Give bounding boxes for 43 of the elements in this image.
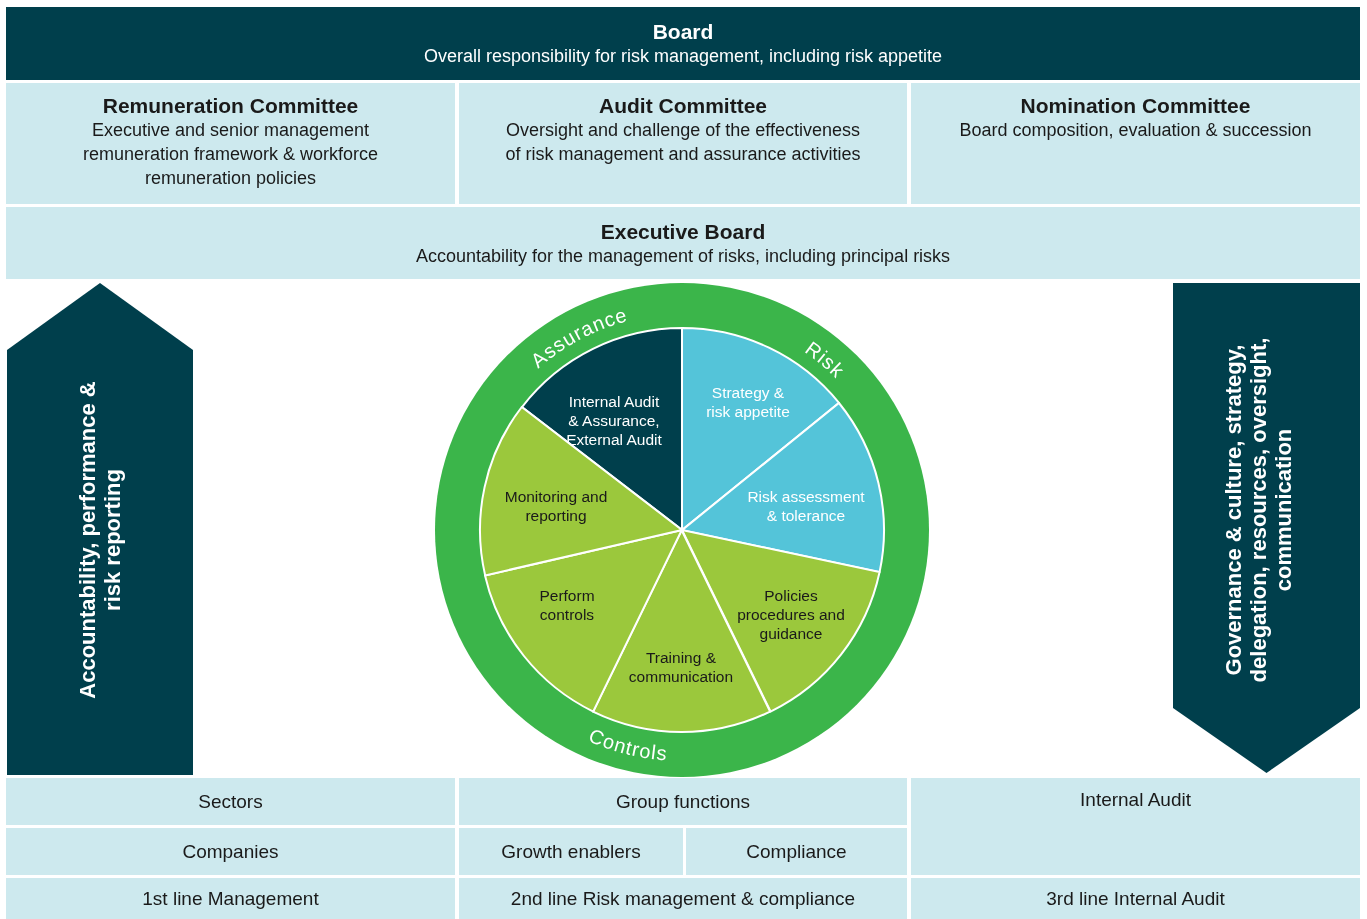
ring-label: Controls bbox=[585, 724, 669, 765]
cell-label: Group functions bbox=[615, 789, 751, 814]
cell-label: Internal Audit bbox=[1080, 788, 1191, 812]
cell-label: 1st line Management bbox=[142, 886, 319, 911]
heading: Audit Committee bbox=[599, 93, 767, 118]
cell-label: Compliance bbox=[746, 839, 847, 864]
table-cell bbox=[911, 878, 1360, 919]
cell-label: 2nd line Risk management & compliance bbox=[510, 886, 856, 911]
slice-label: Internal Audit & Assurance, External Audit bbox=[566, 391, 662, 449]
table-cell bbox=[459, 878, 907, 919]
table-cell bbox=[459, 828, 683, 875]
cell-label: Growth enablers bbox=[501, 839, 641, 864]
arrow-label: Governance & culture, strategy, delegation, resources, oversight, communication bbox=[1220, 336, 1296, 685]
table-cell bbox=[911, 83, 1360, 204]
arrow-label: Accountability, performance & risk reporting bbox=[75, 380, 125, 701]
heading: Nomination Committee bbox=[1020, 93, 1251, 118]
slice-label: Strategy & risk appetite bbox=[705, 383, 791, 421]
table-cell bbox=[6, 778, 455, 825]
heading: Executive Board bbox=[600, 218, 766, 244]
cell-label: 3rd line Internal Audit bbox=[1046, 886, 1225, 911]
description: Accountability for the management of risks, including principal risks bbox=[415, 244, 951, 268]
table-cell bbox=[6, 83, 455, 204]
table-cell bbox=[459, 83, 907, 204]
slice-label: Policies procedures and guidance bbox=[736, 585, 846, 643]
slice-label: Monitoring and reporting bbox=[503, 487, 609, 525]
slice-label: Risk assessment & tolerance bbox=[746, 487, 866, 525]
description: Overall responsibility for risk management, including risk appetite bbox=[423, 45, 943, 68]
table-cell bbox=[6, 828, 455, 875]
table-cell bbox=[459, 778, 907, 825]
cell-label: Companies bbox=[182, 839, 279, 864]
table-cell bbox=[911, 778, 1360, 875]
description: Executive and senior management remuneration framework & workforce remuneration policies bbox=[81, 119, 380, 190]
cell-label: Sectors bbox=[198, 789, 263, 814]
table-cell bbox=[686, 828, 907, 875]
slice-label: Perform controls bbox=[538, 586, 596, 624]
header-band bbox=[6, 7, 1360, 80]
heading: Remuneration Committee bbox=[102, 93, 359, 118]
description: Board composition, evaluation & succession bbox=[959, 119, 1312, 142]
table-cell bbox=[6, 207, 1360, 279]
description: Oversight and challenge of the effectiveness of risk management and assurance activities bbox=[504, 119, 862, 166]
table-cell bbox=[6, 878, 455, 919]
slice-label: Training & communication bbox=[627, 648, 735, 686]
heading: Board bbox=[652, 19, 714, 44]
